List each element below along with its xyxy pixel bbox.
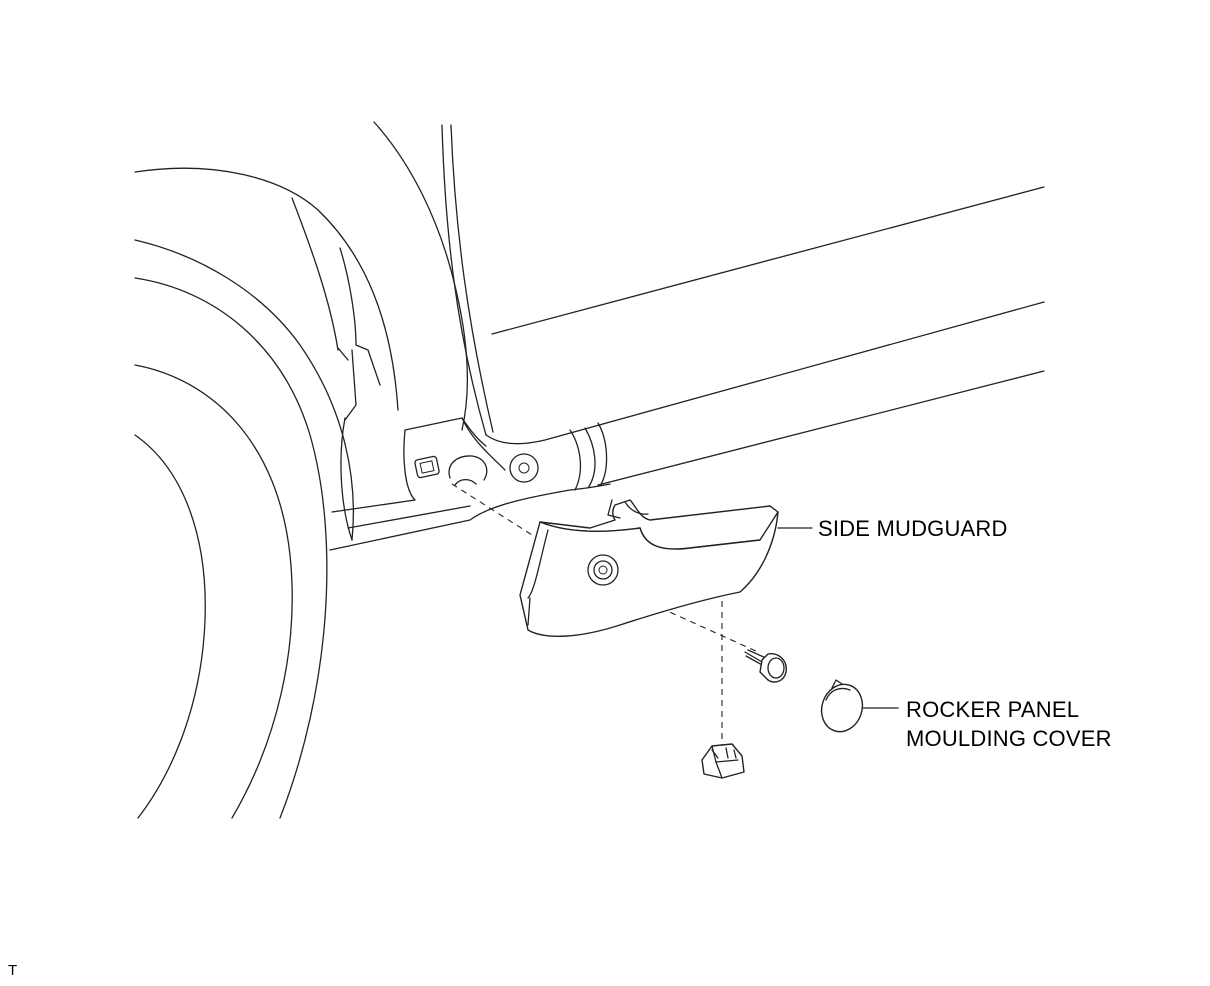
clip-nut: [701, 743, 745, 779]
rocker-panel-moulding-cover-label: ROCKER PANEL MOULDING COVER: [906, 695, 1112, 753]
rocker-panel-label-line1: ROCKER PANEL: [906, 697, 1080, 722]
side-mudguard: [519, 499, 779, 638]
corner-mark: T: [8, 962, 18, 979]
door-pillar: [373, 121, 494, 436]
wheel-arch: [134, 167, 399, 819]
screw: [744, 649, 787, 683]
rocker-panel-label-line2: MOULDING COVER: [906, 726, 1112, 751]
side-mudguard-label: SIDE MUDGUARD: [818, 516, 1008, 541]
rocker-panel: [329, 186, 1045, 551]
rocker-panel-moulding-cover: [820, 679, 864, 733]
